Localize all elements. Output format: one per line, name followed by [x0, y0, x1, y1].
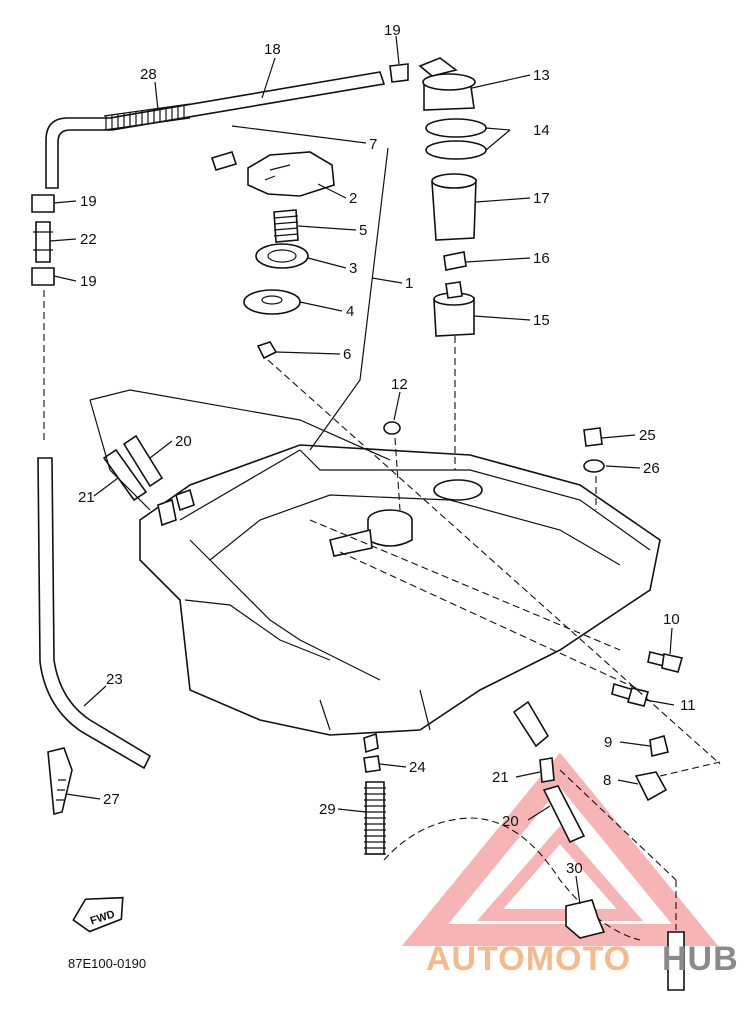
filter-15 — [433, 281, 475, 337]
callout-17: 17 — [533, 190, 550, 207]
clamp-19-upper — [31, 194, 55, 213]
cap-13 — [418, 57, 476, 111]
hose-31 — [364, 781, 386, 855]
callout-19-upper: 19 — [80, 193, 97, 210]
sleeve-17 — [431, 173, 477, 241]
band-29 — [47, 747, 73, 816]
callout-19-lower: 19 — [80, 273, 97, 290]
clamp-26 — [363, 732, 381, 773]
callout-16: 16 — [533, 250, 550, 267]
watermark-text: AUTOMOTO HUB — [426, 940, 739, 978]
callout-13: 13 — [533, 67, 550, 84]
callout-29: 27 — [103, 791, 120, 808]
callout-10: 10 — [663, 611, 680, 628]
callout-8: 8 — [603, 772, 611, 789]
cap-2 — [247, 151, 335, 197]
watermark-text-main: AUTOMOTO — [426, 940, 631, 978]
callout-28: 26 — [643, 460, 660, 477]
callout-30: 28 — [140, 66, 157, 83]
callout-7: 7 — [369, 136, 377, 153]
bolt-27 — [583, 427, 603, 447]
hose-22 — [542, 785, 586, 844]
joint-24 — [33, 221, 53, 263]
callout-1: 1 — [405, 275, 413, 292]
ring-14 — [425, 118, 487, 160]
watermark-logo — [401, 752, 719, 946]
callout-23: 21 — [78, 489, 95, 506]
callout-14: 14 — [533, 122, 550, 139]
callout-18: 18 — [264, 41, 281, 58]
watermark-text-hub: HUB — [662, 940, 739, 978]
callout-15: 15 — [533, 312, 550, 329]
spring-5 — [273, 209, 299, 243]
clamp-19-top — [389, 63, 409, 83]
collar-28 — [583, 459, 605, 473]
callout-24: 22 — [80, 231, 97, 248]
callout-21: 21 — [492, 769, 509, 786]
clip-9 — [649, 735, 669, 757]
callout-31: 29 — [319, 801, 336, 818]
callout-4: 4 — [346, 303, 354, 320]
callout-20: 20 — [175, 433, 192, 450]
plate-4 — [243, 289, 301, 315]
callout-22: 20 — [502, 813, 519, 830]
callout-labels: 19 18 28 13 14 7 2 17 19 5 22 16 3 19 1 … — [78, 22, 696, 877]
fitting-21 — [512, 700, 555, 783]
callout-32: 30 — [566, 860, 583, 877]
damper-8 — [634, 771, 668, 802]
spring-30 — [103, 103, 191, 131]
part-code: 87E100-0190 — [68, 956, 146, 971]
pin-7 — [210, 151, 238, 171]
clamp-19-lower — [31, 267, 55, 286]
gasket-3 — [255, 243, 309, 269]
pipe-20 — [122, 434, 164, 488]
callout-6: 6 — [343, 346, 351, 363]
leader-lines — [49, 35, 675, 905]
callout-3: 3 — [349, 260, 357, 277]
clip-16 — [443, 251, 467, 271]
callout-27: 25 — [639, 427, 656, 444]
pipe-end — [667, 931, 685, 991]
nut-6 — [256, 341, 278, 360]
hose-18-30 — [45, 71, 386, 189]
bolt-11 — [611, 682, 649, 707]
hose-25 — [37, 457, 152, 770]
callout-19-top: 19 — [384, 22, 401, 39]
callout-26: 24 — [409, 759, 426, 776]
bolt-10 — [647, 651, 684, 673]
fuel-tank — [89, 389, 661, 736]
callout-2: 2 — [349, 190, 357, 207]
callout-25: 23 — [106, 671, 123, 688]
callout-5: 5 — [359, 222, 367, 239]
clip-32 — [565, 899, 606, 939]
grommet-12 — [383, 421, 401, 435]
pipe-23 — [102, 448, 148, 502]
forward-arrow: FWD — [72, 896, 124, 933]
callout-9: 9 — [604, 734, 612, 751]
callout-12: 12 — [391, 376, 408, 393]
callout-11: 11 — [680, 697, 696, 714]
